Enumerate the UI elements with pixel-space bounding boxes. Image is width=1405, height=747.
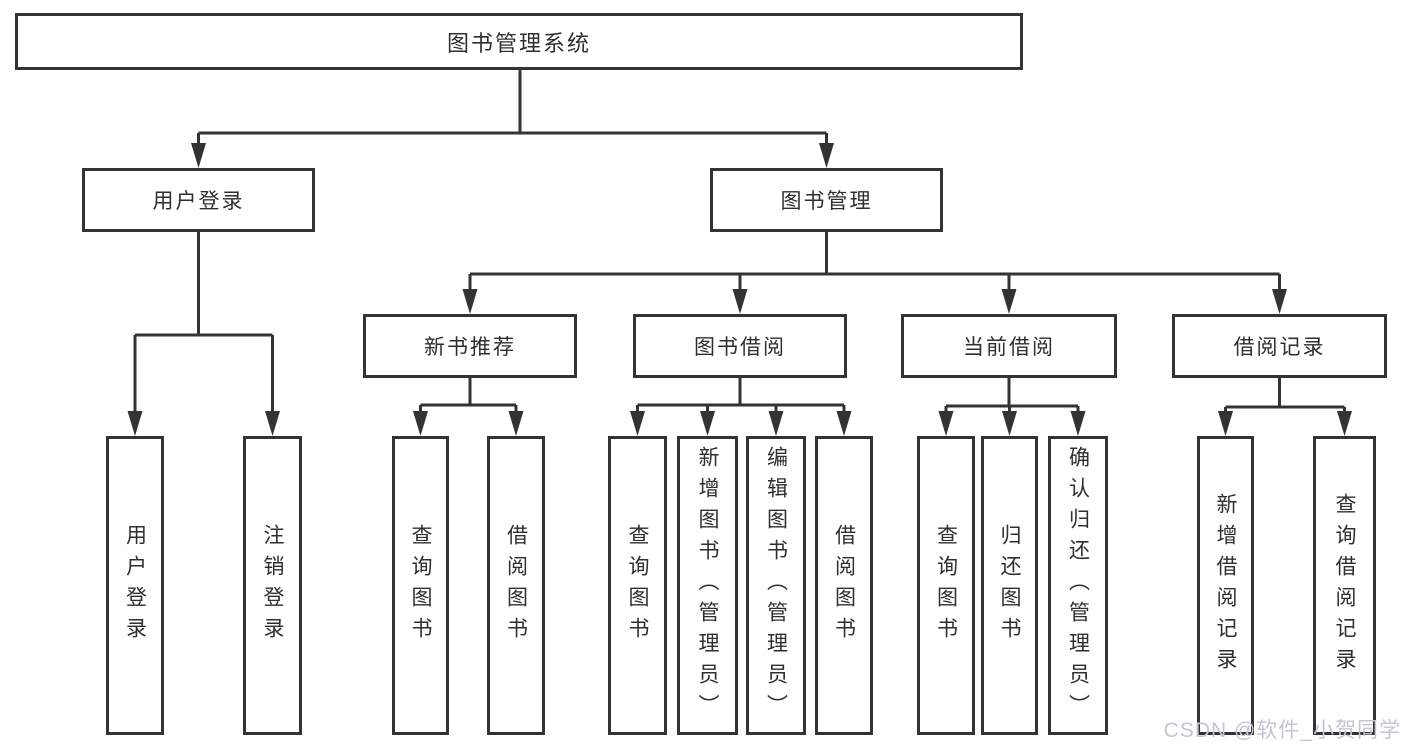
leaf-cb-query-book: 查询图书 — [917, 436, 975, 735]
node-label: 编辑图书（管理员） — [764, 446, 788, 725]
node-new-book-rec: 新书推荐 — [363, 314, 577, 378]
csdn-watermark: CSDN @软件_小贺同学 — [1163, 719, 1401, 742]
leaf-logout: 注销登录 — [243, 436, 302, 735]
leaf-br-add-record: 新增借阅记录 — [1197, 436, 1254, 735]
node-label: 图书管理 — [780, 190, 873, 213]
node-label: 归还图书 — [998, 523, 1021, 648]
leaf-br-query-record: 查询借阅记录 — [1313, 436, 1376, 735]
node-label: 注销登录 — [261, 523, 284, 648]
node-label: 图书管理系统 — [446, 30, 591, 56]
node-label: 新书推荐 — [424, 336, 516, 359]
node-book-borrow: 图书借阅 — [633, 314, 847, 378]
leaf-bb-query-book: 查询图书 — [608, 436, 667, 735]
node-label: 借阅图书 — [504, 523, 528, 648]
node-label: 图书借阅 — [694, 336, 786, 359]
node-current-borrow: 当前借阅 — [901, 314, 1117, 378]
leaf-cb-confirm-return-admin: 确认归还（管理员） — [1048, 436, 1108, 735]
node-label: 借阅图书 — [832, 523, 856, 648]
node-label: 借阅记录 — [1233, 336, 1326, 359]
leaf-bb-add-book-admin: 新增图书（管理员） — [677, 436, 738, 735]
node-label: 查询借阅记录 — [1333, 492, 1356, 679]
node-book-mgmt: 图书管理 — [710, 168, 943, 232]
node-label: 查询图书 — [934, 523, 958, 648]
node-borrow-records: 借阅记录 — [1172, 314, 1387, 378]
node-label: 查询图书 — [626, 523, 649, 648]
leaf-bb-borrow-book: 借阅图书 — [815, 436, 873, 735]
node-label: 新增图书（管理员） — [696, 446, 719, 725]
node-label: 当前借阅 — [963, 336, 1055, 359]
node-label: 用户登录 — [123, 523, 147, 648]
node-label: 用户登录 — [152, 190, 245, 213]
leaf-nbr-borrow-book: 借阅图书 — [487, 436, 545, 735]
node-root: 图书管理系统 — [15, 13, 1023, 70]
leaf-nbr-query-book: 查询图书 — [392, 436, 449, 735]
node-user-login: 用户登录 — [82, 168, 315, 232]
leaf-cb-return-book: 归还图书 — [981, 436, 1038, 735]
node-label: 确认归还（管理员） — [1066, 446, 1090, 725]
node-label: 查询图书 — [409, 523, 432, 648]
leaf-user-login: 用户登录 — [106, 436, 164, 735]
node-label: 新增借阅记录 — [1214, 492, 1237, 679]
leaf-bb-edit-book-admin: 编辑图书（管理员） — [746, 436, 806, 735]
